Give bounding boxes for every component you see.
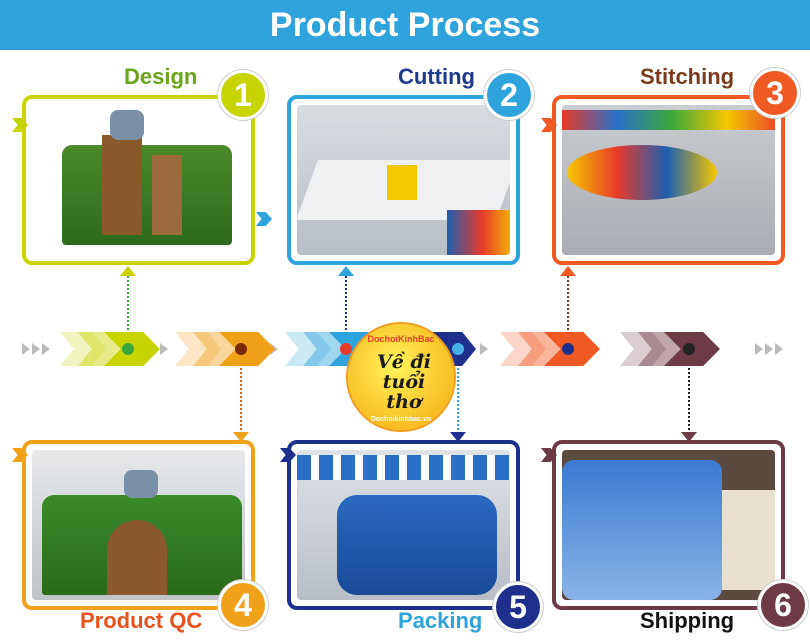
- product-qc-image: [32, 450, 245, 600]
- arrow-small-icon: [22, 343, 30, 355]
- step-card-stitching: [552, 95, 785, 265]
- design-image: [32, 105, 245, 255]
- step-label-stitching: Stitching: [640, 64, 735, 89]
- flag-icon: [12, 448, 28, 462]
- brand-logo: DochoiKinhBac Về đi tuổi thơ Dochoikinhb…: [348, 324, 454, 430]
- pointer-up-icon: [338, 266, 354, 276]
- arrow-small-icon: [775, 343, 783, 355]
- step-number-2: 2: [484, 70, 534, 120]
- flag-icon: [541, 448, 557, 462]
- arrow-small-icon: [160, 343, 168, 355]
- packing-image: [297, 450, 510, 600]
- step-label-cutting: Cutting: [398, 64, 475, 89]
- step-number-4: 4: [218, 580, 268, 630]
- step-number-6: 6: [758, 580, 808, 630]
- arrow-small-icon: [765, 343, 773, 355]
- connector-line: [688, 352, 690, 434]
- step-card-product-qc: [22, 440, 255, 610]
- flag-icon: [12, 118, 28, 132]
- flag-icon: [280, 448, 296, 462]
- timeline-node: [562, 343, 574, 355]
- flag-icon: [541, 118, 557, 132]
- arrow-small-icon: [32, 343, 40, 355]
- connector-line: [567, 276, 569, 346]
- pointer-down-icon: [681, 432, 697, 442]
- pointer-up-icon: [120, 266, 136, 276]
- step-card-design: [22, 95, 255, 265]
- step-number-5: 5: [493, 582, 543, 632]
- step-number-1: 1: [218, 70, 268, 120]
- step-label-design: Design: [124, 64, 198, 89]
- arrow-small-icon: [42, 343, 50, 355]
- step-number-3: 3: [750, 68, 800, 118]
- connector-line: [127, 276, 129, 346]
- pointer-up-icon: [560, 266, 576, 276]
- arrow-small-icon: [480, 343, 488, 355]
- flag-icon: [256, 212, 272, 226]
- step-card-shipping: [552, 440, 785, 610]
- logo-brand: DochoiKinhBac: [367, 334, 435, 344]
- arrow-small-icon: [755, 343, 763, 355]
- connector-line: [345, 276, 347, 346]
- timeline-node: [340, 343, 352, 355]
- pointer-down-icon: [233, 432, 249, 442]
- pointer-down-icon: [450, 432, 466, 442]
- step-card-packing: [287, 440, 520, 610]
- connector-line: [457, 352, 459, 434]
- step-label-product-qc: Product QC: [80, 608, 203, 633]
- timeline-node: [683, 343, 695, 355]
- shipping-image: [562, 450, 775, 600]
- logo-website: Dochoikinhbac.vn: [370, 416, 432, 423]
- timeline-node: [122, 343, 134, 355]
- stitching-image: [562, 105, 775, 255]
- step-label-shipping: Shipping: [640, 608, 735, 633]
- step-card-cutting: [287, 95, 520, 265]
- step-label-packing: Packing: [398, 608, 483, 633]
- cutting-image: [297, 105, 510, 255]
- title-banner: Product Process: [0, 0, 810, 50]
- logo-slogan: Về đi tuổi thơ: [377, 351, 431, 413]
- connector-line: [240, 352, 242, 434]
- timeline-node: [452, 343, 464, 355]
- page-title: Product Process: [269, 6, 541, 44]
- timeline-node: [235, 343, 247, 355]
